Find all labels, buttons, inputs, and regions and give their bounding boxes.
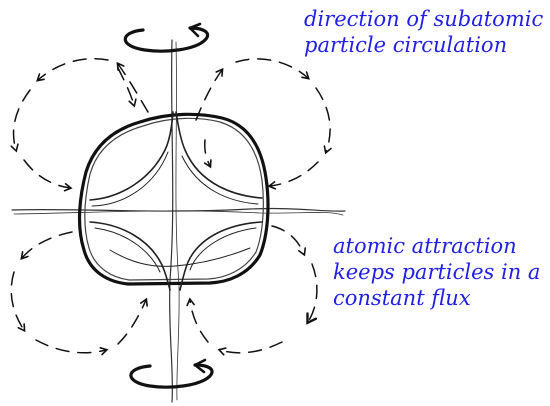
circulation-loop-bottom-right — [186, 225, 318, 356]
circulation-loop-top-right — [195, 58, 332, 190]
atom-inner-cusps — [89, 111, 263, 291]
annotation-top-line-1: direction of subatomic — [304, 7, 544, 31]
atom-outline — [77, 112, 270, 286]
annotation-right-line-1: atomic attraction — [333, 234, 517, 258]
circulation-loop-bottom-left — [10, 231, 148, 356]
annotation-right: atomic attraction keeps particles in a c… — [333, 233, 540, 311]
circulation-loop-top-left — [10, 58, 149, 192]
annotation-top: direction of subatomic particle circulat… — [304, 6, 543, 58]
horizontal-axis — [11, 207, 346, 216]
annotation-right-line-2: keeps particles in a — [333, 260, 541, 284]
top-rotation-arrow — [123, 22, 210, 53]
bottom-rotation-arrow — [129, 358, 214, 389]
annotation-right-line-3: constant flux — [333, 286, 471, 310]
vertical-axis — [168, 39, 180, 403]
annotation-top-line-2: particle circulation — [304, 33, 508, 57]
